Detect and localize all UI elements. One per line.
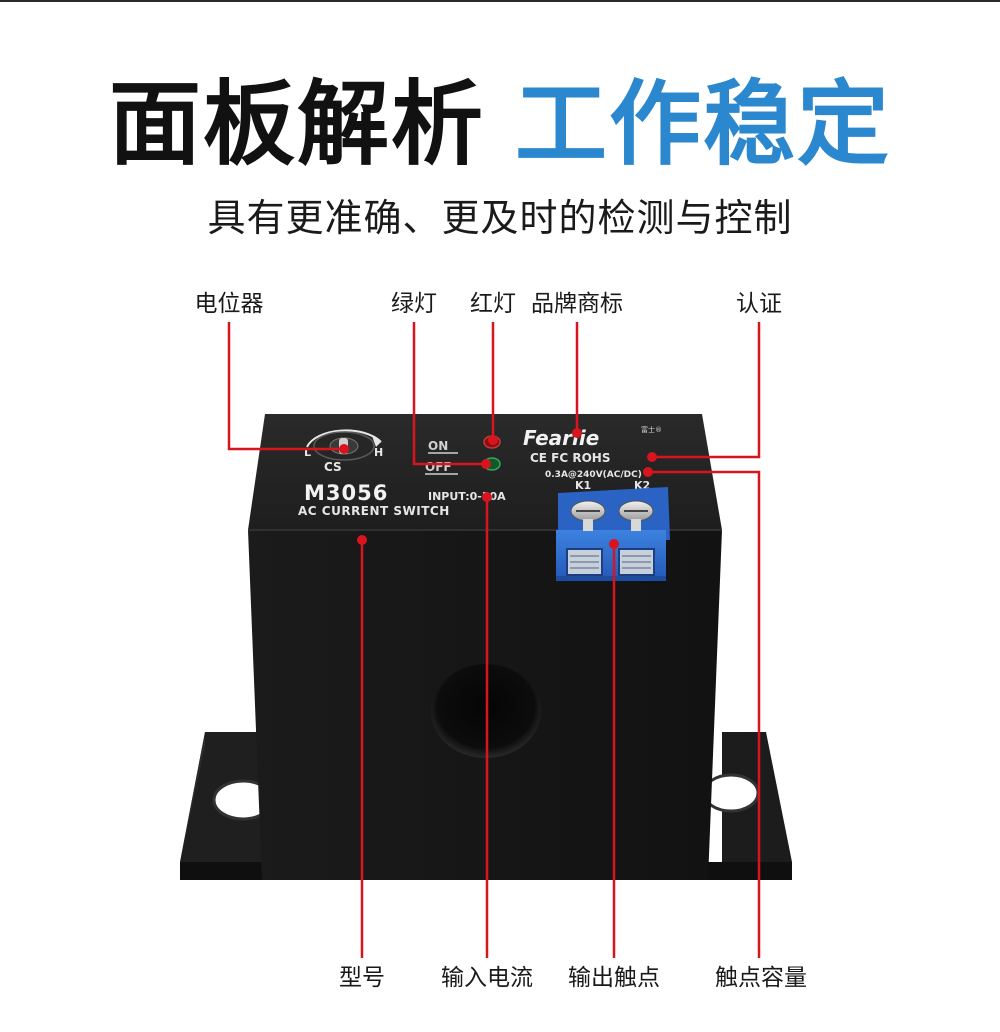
label-output-contact: 输出触点	[568, 965, 660, 991]
callout-line-certification	[652, 322, 761, 459]
mount-hole-right	[702, 773, 760, 813]
brand-logo: Fearlie	[523, 426, 599, 450]
input-range: INPUT:0-30A	[428, 490, 506, 503]
model-number: M3056	[304, 481, 388, 505]
top-border-line	[0, 0, 1000, 2]
label-model: 型号	[339, 965, 385, 991]
brand-small-mark: 富士®	[641, 425, 662, 434]
callout-line-potentiometer	[227, 322, 344, 451]
contact-rating: 0.3A@240V(AC/DC)	[545, 470, 642, 480]
page-subtitle: 具有更准确、更及时的检测与控制	[207, 196, 793, 240]
title-black-part: 面板解析	[108, 71, 485, 178]
on-text: ON	[428, 439, 448, 453]
label-potentiometer: 电位器	[194, 291, 264, 317]
label-brand-logo: 品牌商标	[531, 291, 623, 317]
terminal-k1-label: K1	[575, 479, 591, 492]
label-contact-capacity: 触点容量	[715, 965, 807, 991]
off-text: OFF	[425, 460, 452, 474]
dial-cs-text: CS	[324, 460, 342, 474]
callout-line-capacity	[648, 470, 761, 958]
label-certification: 认证	[736, 291, 782, 317]
label-input-current: 输入电流	[441, 965, 533, 991]
device-description: AC CURRENT SWITCH	[298, 504, 450, 518]
title-blue-part: 工作稳定	[515, 71, 892, 178]
label-green-led: 绿灯	[391, 291, 437, 317]
dial-h-text: H	[374, 446, 383, 459]
callout-line-green-led	[412, 322, 486, 466]
callout-dots	[339, 428, 657, 549]
callout-lines	[227, 322, 761, 958]
certification-marks: CE FC ROHS	[530, 451, 611, 465]
page-title: 面板解析工作稳定	[0, 70, 1000, 180]
terminal-block	[556, 487, 670, 581]
label-red-led: 红灯	[470, 291, 516, 317]
dial-l-text: L	[304, 446, 311, 459]
